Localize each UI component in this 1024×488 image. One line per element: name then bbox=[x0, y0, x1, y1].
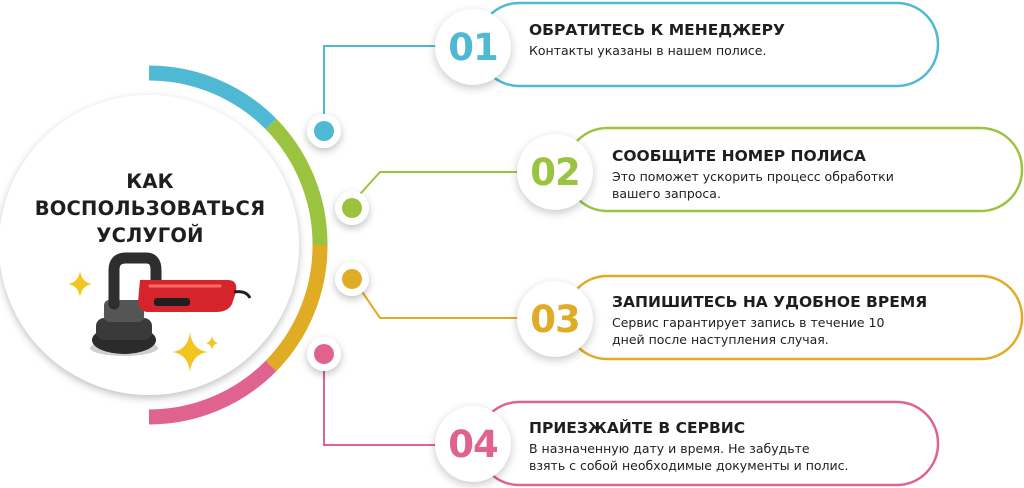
step3-desc-line: дней после наступления случая. bbox=[612, 332, 829, 347]
ring-arc-step1 bbox=[148, 65, 277, 130]
sparkle-icon bbox=[68, 270, 218, 372]
ring-arc-step3 bbox=[265, 244, 328, 372]
step3-text: ЗАПИШИТЕСЬ НА УДОБНОЕ ВРЕМЯ Сервис гаран… bbox=[612, 292, 927, 348]
hub-circle bbox=[0, 95, 299, 395]
connector-step2 bbox=[351, 171, 530, 204]
step2-desc-line: Это поможет ускорить процесс обработки bbox=[612, 169, 894, 184]
hub-title-line: УСЛУГОЙ bbox=[96, 224, 204, 247]
step3-number-badge: 03 bbox=[517, 281, 593, 357]
step2-text: СООБЩИТЕ НОМЕР ПОЛИСА Это поможет ускори… bbox=[612, 146, 894, 202]
step1-desc: Контакты указаны в нашем полисе. bbox=[529, 43, 767, 58]
connector-step3 bbox=[351, 276, 530, 319]
ring-arc-step4 bbox=[148, 360, 277, 425]
step1-title: ОБРАТИТЕСЬ К МЕНЕДЖЕРУ bbox=[529, 21, 785, 39]
step4-desc-line: взять с собой необходимые документы и по… bbox=[529, 458, 849, 473]
step4-title: ПРИЕЗЖАЙТЕ В СЕРВИС bbox=[529, 419, 746, 437]
step1-text: ОБРАТИТЕСЬ К МЕНЕДЖЕРУ Контакты указаны … bbox=[529, 20, 785, 59]
hub-title: КАК ВОСПОЛЬЗОВАТЬСЯ УСЛУГОЙ bbox=[0, 168, 300, 249]
step3-title: ЗАПИШИТЕСЬ НА УДОБНОЕ ВРЕМЯ bbox=[612, 293, 928, 311]
node-dot-step3 bbox=[335, 262, 369, 296]
step4-text: ПРИЕЗЖАЙТЕ В СЕРВИС В назначенную дату и… bbox=[529, 418, 849, 474]
connector-step1 bbox=[323, 45, 440, 118]
step3-desc-line: Сервис гарантирует запись в течение 10 bbox=[612, 315, 885, 330]
step2-desc-line: вашего запроса. bbox=[612, 186, 721, 201]
connector-step4 bbox=[323, 371, 440, 446]
node-dot-step2 bbox=[335, 191, 369, 225]
step4-desc-line: В назначенную дату и время. Не забудьте bbox=[529, 441, 810, 456]
step1-number-badge: 01 bbox=[435, 9, 511, 85]
hub-title-line: КАК bbox=[126, 170, 174, 193]
step2-title: СООБЩИТЕ НОМЕР ПОЛИСА bbox=[612, 147, 866, 165]
node-dot-step1 bbox=[307, 114, 341, 148]
ring-arc-step2 bbox=[265, 118, 328, 246]
hub-title-line: ВОСПОЛЬЗОВАТЬСЯ bbox=[34, 197, 266, 220]
step4-number-badge: 04 bbox=[435, 406, 511, 482]
node-dot-step4 bbox=[307, 337, 341, 371]
polisher-machine-icon bbox=[90, 252, 252, 356]
step2-number-badge: 02 bbox=[517, 134, 593, 210]
